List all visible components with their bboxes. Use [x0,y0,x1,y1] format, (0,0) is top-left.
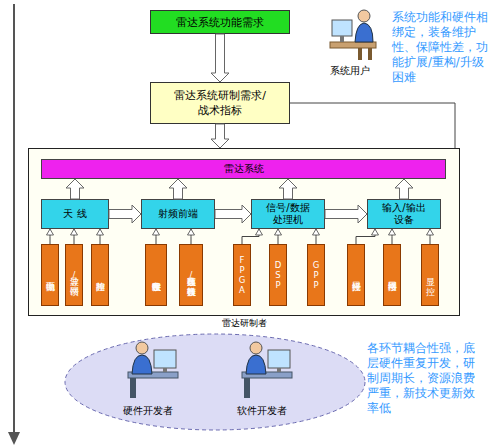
requirement-box: 雷达系统研制需求/战术指标 [150,82,290,124]
node-text: 信号/数据处理机 [264,202,312,226]
connector-line [392,229,393,244]
connector-line [50,229,51,244]
node-text: 天 线 [63,208,86,220]
arrow-head [97,229,104,235]
node-text: 显 控 [425,270,435,280]
arrow-head [389,229,396,235]
node-text: GPP [311,260,321,290]
block-arrow [66,179,84,199]
node-text: 输入/输出设备 [380,202,428,226]
connector-line [278,229,279,244]
developer-label: 硬件开发者 [123,404,193,418]
component-box: 相控阵 [91,244,109,306]
component-box: FPGA [233,244,251,306]
component-box: 显 控 [421,244,439,306]
connector-line [316,229,317,244]
component-box: 数字收发组件 [145,244,167,306]
requirement-box: 雷达系统功能需求 [150,10,290,34]
arrow-head [372,229,379,235]
component-box: 抛物面 [41,244,59,306]
connector-line [242,229,259,244]
user-label: 系统用户 [330,64,390,78]
frame-caption: 雷达研制者 [29,317,459,330]
arrow-head [153,229,160,235]
block-arrow [109,205,141,223]
connector-line [430,229,431,244]
user-figure [330,10,376,60]
connector-line [74,229,75,244]
arrow-head [47,229,54,235]
block-arrow [395,179,413,199]
arrow-head [71,229,78,235]
connector-line [356,229,375,244]
note-text: 各环节耦合性强，底层硬件重复开发，研制周期长，资源浪费严重，新技术更新效率低 [367,341,475,416]
node-text: 雷达系统 [224,162,264,176]
block-arrow [279,179,297,199]
system-bar: 雷达系统 [41,159,446,179]
node-text: 射频前端 [158,208,198,220]
arrow-head [313,229,320,235]
node-text: DSP [273,260,283,290]
developer-label: 软件开发者 [237,404,307,418]
block-arrow [211,124,229,148]
subsystem-box: 输入/输出设备 [367,199,441,229]
component-box: 高速数模/模数转换 [179,244,203,306]
component-box: 光纤接口 [347,244,365,306]
subsystem-box: 射频前端 [141,199,215,229]
connector-line [100,229,101,244]
connector-line [191,229,192,244]
hardware-developer-figure [128,342,178,398]
node-text: 波导/馈网 [69,270,79,280]
developer-frame: 雷达研制者雷达系统天 线射频前端信号/数据处理机输入/输出设备抛物面波导/馈网相… [28,148,460,316]
arrow-head [275,229,282,235]
timeline-arrow [13,4,15,432]
note-text: 系统功能和硬件相绑定，装备维护性、保障性差，功能扩展/重构/升级困难 [392,10,488,85]
timeline-arrow-head [8,432,20,445]
arrow-head [427,229,434,235]
component-box: 网络接口 [383,244,401,306]
block-arrow [211,34,229,82]
software-developer-figure [242,342,292,398]
node-text: 雷达系统研制需求/战术指标 [173,88,267,118]
node-text: 雷达系统功能需求 [176,15,264,30]
node-text: FPGA [237,255,247,295]
node-text: 高速数模/模数转换 [186,270,196,280]
component-box: GPP [307,244,325,306]
developer-ellipse [65,334,365,430]
arrow-head [188,229,195,235]
block-arrow [215,205,251,223]
block-arrow [325,205,367,223]
subsystem-box: 信号/数据处理机 [251,199,325,229]
component-box: DSP [269,244,287,306]
connector-line [156,229,157,244]
subsystem-box: 天 线 [41,199,109,229]
block-arrow [169,179,187,199]
connector-line [290,103,455,148]
arrow-head [256,229,263,235]
component-box: 波导/馈网 [65,244,83,306]
